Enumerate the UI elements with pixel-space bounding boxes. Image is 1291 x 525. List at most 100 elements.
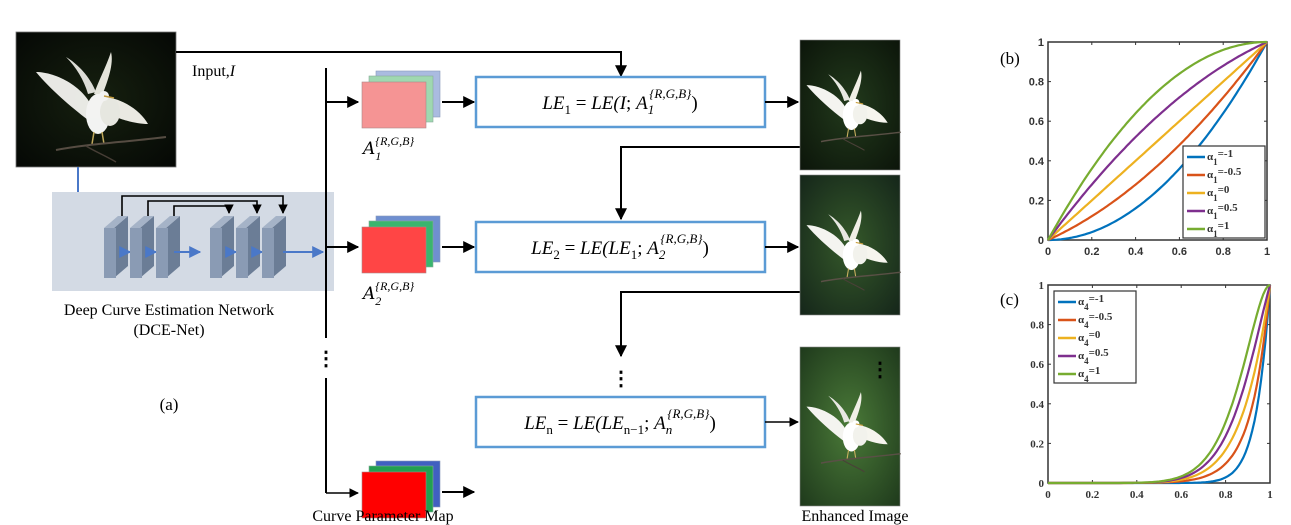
panel-c-label: (c) [1000,290,1019,309]
x-tick-label: 0 [1045,246,1051,258]
y-tick-label: 0.2 [1030,438,1044,450]
input-image [15,31,177,168]
y-tick-label: 0.4 [1030,399,1044,411]
y-tick-label: 1 [1039,280,1045,292]
series-line [1047,40,1267,241]
network-title: Deep Curve Estimation Network [64,302,274,319]
conv-layer [104,216,132,278]
x-tick-label: 0.6 [1172,246,1187,258]
y-tick-label: 0 [1039,478,1045,490]
svg-text:α4=1: α4=1 [1078,365,1100,384]
x-tick-label: 0.8 [1216,246,1231,258]
legend-entry: α1=1 [1187,220,1229,239]
x-tick-label: 1 [1267,489,1273,501]
svg-text:α1=-1: α1=-1 [1207,148,1233,167]
parameter-map-label: A1{R,G,B} [361,134,414,163]
series-line [1048,284,1271,485]
feedback-arrows [615,146,800,358]
panel-b-label: (b) [1000,49,1020,68]
le-box-2: LE2 = LE(LE1; A2{R,G,B}) [474,220,800,274]
parameter-bus [325,68,360,498]
feedback-arrow-2 [615,291,800,358]
enhanced-images [799,39,902,507]
x-tick-label: 0 [1045,489,1051,501]
panel-a-label: (a) [160,395,179,414]
y-tick-label: 1 [1038,37,1044,49]
conv-layer [130,216,158,278]
legend: α4=-1α4=-0.5α4=0α4=0.5α4=1 [1053,290,1137,384]
x-tick-label: 0.2 [1086,489,1100,501]
legend-entry: α4=1 [1058,365,1100,384]
svg-text:α1=1: α1=1 [1207,220,1229,239]
legend-entry: α1=-1 [1187,148,1233,167]
legend-entry: α1=0.5 [1187,202,1238,221]
legend-entry: α4=0.5 [1058,347,1109,366]
series-line [1047,40,1268,241]
legend-entry: α4=0 [1058,329,1101,348]
x-tick-label: 0.4 [1128,246,1144,258]
parameter-map-label: A2{R,G,B} [361,279,414,308]
legend-entry: α4=-1 [1058,293,1104,312]
le-equation: LEn = LE(LEn−1; An{R,G,B}) [523,406,716,437]
legend-entry: α1=-0.5 [1187,166,1242,185]
y-tick-label: 0.6 [1030,359,1044,371]
channel-r [361,226,427,274]
channel-r [361,471,427,519]
parameter-map-2: A2{R,G,B} [361,215,476,308]
le-box-3: LEn = LE(LEn−1; An{R,G,B}) [474,395,799,449]
input-skip-arrow [176,51,627,78]
network-subtitle: (DCE-Net) [133,322,204,339]
svg-text:α4=-1: α4=-1 [1078,293,1104,312]
svg-text:α4=0.5: α4=0.5 [1078,347,1109,366]
enhanced-image-label: Enhanced Image [801,508,908,525]
y-tick-label: 0.8 [1029,77,1044,89]
svg-text:α1=0: α1=0 [1207,184,1230,203]
bus-ellipsis: ⋮ [316,348,336,370]
input-label: Input,I [192,63,236,80]
series-line [1047,41,1268,241]
curve-parameter-map-label: Curve Parameter Map [312,508,453,525]
parameter-maps: A1{R,G,B} A2{R,G,B} An{R,G,B} [361,70,476,525]
y-tick-label: 0.4 [1029,156,1045,168]
enhanced-image-2 [799,174,902,316]
feedback-arrow-1 [615,146,800,221]
y-tick-label: 0.8 [1030,320,1044,332]
legend-entry: α1=0 [1187,184,1230,203]
conv-layer [156,216,180,278]
le-box-1: LE1 = LE(I; A1{R,G,B}) [474,75,800,129]
legend: α1=-1α1=-0.5α1=0α1=0.5α1=1 [1182,145,1266,239]
x-tick-label: 0.2 [1084,246,1099,258]
conv-layer [236,216,264,278]
conv-layers [104,216,286,278]
conv-layer [262,216,286,278]
chart-b: 0 0.2 0.4 0.6 0.8 1 0 0.2 0.4 0.6 0.8 1 α1=-1α1=-0.5… [1029,37,1270,258]
le-equation: LE1 = LE(I; A1{R,G,B}) [541,86,697,117]
parameter-map-3: An{R,G,B} [361,460,476,525]
y-tick-label: 0.6 [1029,116,1044,128]
y-tick-label: 0.2 [1029,195,1044,207]
x-tick-label: 1 [1264,246,1270,258]
skip-connections [121,195,288,220]
x-tick-label: 0.6 [1174,489,1188,501]
dce-net-block [52,192,334,291]
enhanced-ellipsis: ⋮ [870,359,890,381]
parameter-map-1: A1{R,G,B} [361,70,476,163]
legend-entry: α4=-0.5 [1058,311,1113,330]
le-boxes: LE1 = LE(I; A1{R,G,B}) LE2 = LE(LE1; A2{R… [474,75,800,449]
svg-text:α4=0: α4=0 [1078,329,1101,348]
x-tick-label: 0.4 [1130,489,1144,501]
iteration-ellipsis: ⋮ [611,368,631,390]
enhanced-image-1 [799,39,902,171]
y-tick-label: 0 [1038,235,1044,247]
conv-layer [210,216,238,278]
svg-text:α1=-0.5: α1=-0.5 [1207,166,1242,185]
series-line [1048,41,1268,242]
chart-c: 0 0.2 0.4 0.6 0.8 1 0 0.2 0.4 0.6 0.8 1 α4=-1α4=-0.5… [1030,280,1273,501]
svg-text:α1=0.5: α1=0.5 [1207,202,1238,221]
channel-r [361,81,427,129]
x-tick-label: 0.8 [1219,489,1233,501]
le-equation: LE2 = LE(LE1; A2{R,G,B}) [530,231,709,262]
svg-text:α4=-0.5: α4=-0.5 [1078,311,1113,330]
enhanced-image-3 [799,346,902,507]
